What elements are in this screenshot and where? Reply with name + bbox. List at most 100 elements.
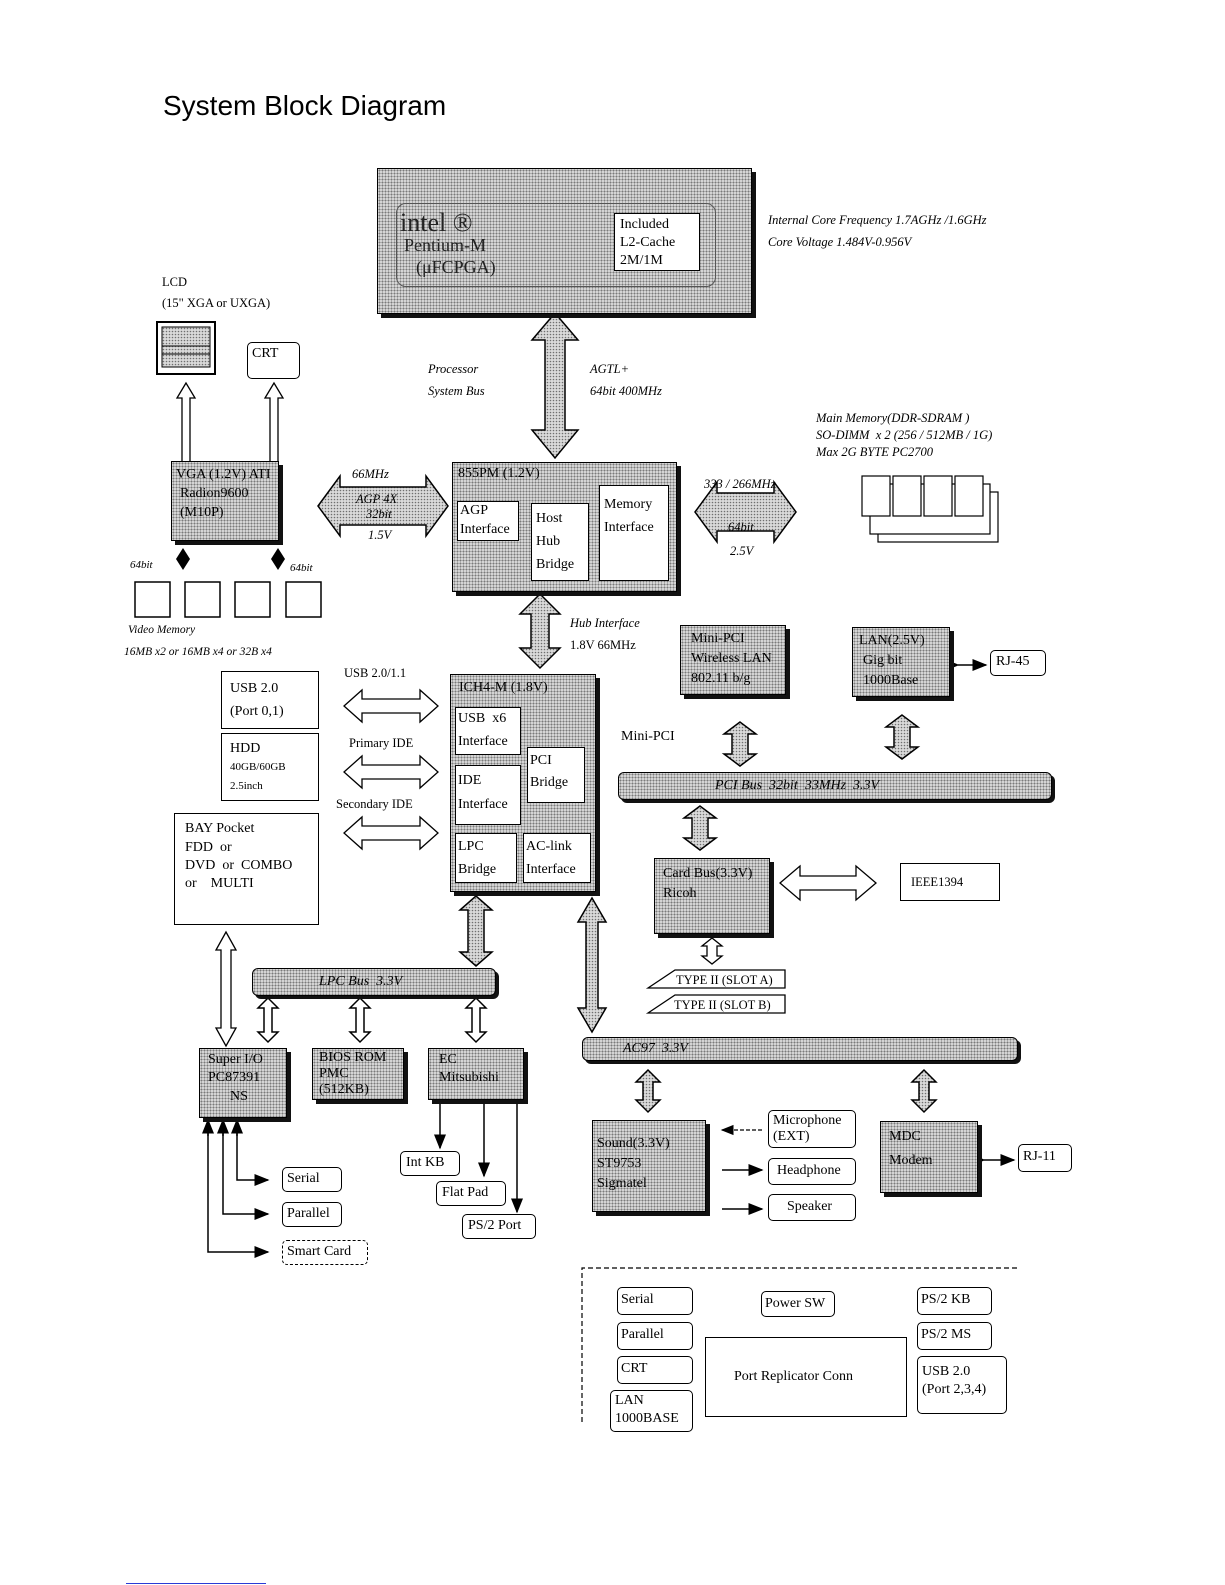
microphone-jack: Microphone (EXT)	[768, 1110, 856, 1148]
cpu-package: (μFCPGA)	[416, 257, 496, 277]
flat-pad: Flat Pad	[436, 1181, 506, 1206]
vram-arrow-left	[176, 548, 190, 570]
lcd-spec: (15" XGA or UXGA)	[162, 296, 271, 310]
cpu-block: intel ® Pentium-M (μFCPGA) Included L2-C…	[377, 168, 752, 314]
intel-logo: intel ®	[400, 208, 473, 237]
primary-ide-arrow	[343, 754, 439, 790]
headphone-jack: Headphone	[768, 1158, 856, 1185]
lpc-bus: LPC Bus 3.3V	[252, 968, 496, 996]
serial-port: Serial	[282, 1167, 342, 1192]
ps2-port: PS/2 Port	[462, 1214, 536, 1239]
lan-chip: LAN(2.5V) Gig bit 1000Base	[852, 627, 950, 697]
vram-width-left: 64bit	[130, 559, 153, 571]
memory-bus-arrow	[694, 479, 797, 545]
host-hub-bridge-block: Host Hub Bridge	[531, 503, 589, 581]
main-memory-max: Max 2G BYTE PC2700	[816, 445, 934, 459]
lpc-superio-arrow	[256, 996, 280, 1044]
slot-a-label: TYPE II (SLOT A)	[676, 973, 773, 987]
main-memory-config: SO-DIMM x 2 (256 / 512MB / 1G)	[816, 428, 993, 442]
hub-interface-arrow	[518, 592, 562, 670]
ec-chip: EC Mitsubishi	[428, 1048, 524, 1100]
primary-ide-label: Primary IDE	[349, 736, 414, 750]
rj11-port: RJ-11	[1018, 1144, 1072, 1172]
port-replicator-connector: Port Replicator Conn	[705, 1337, 907, 1417]
cpu-model: Pentium-M	[404, 235, 487, 255]
slot-b-label: TYPE II (SLOT B)	[674, 998, 771, 1012]
cardbus-arrow	[681, 805, 719, 851]
slot-a-shape	[645, 969, 786, 989]
pci-bridge-block: PCI Bridge	[527, 747, 585, 803]
cardbus-controller: Card Bus(3.3V) Ricoh	[654, 858, 770, 934]
cpu-frequency-note: Internal Core Frequency 1.7AGHz /1.6GHz	[768, 213, 987, 227]
crt-box: CRT	[247, 342, 300, 379]
pci-bus: PCI Bus 32bit 33MHz 3.3V	[618, 772, 1052, 800]
speaker: Speaker	[768, 1194, 856, 1221]
ac97-sound-arrow	[634, 1068, 662, 1114]
ac-link-interface-block: AC-link Interface	[523, 833, 591, 883]
replicator-lan: LAN 1000BASE	[610, 1390, 693, 1432]
sodimm-icon	[861, 475, 999, 543]
rj45-port: RJ-45	[990, 650, 1046, 676]
usb-interface-block: USB x6 Interface	[455, 707, 521, 755]
bay-pocket-box: BAY Pocket FDD or DVD or COMBO or MULTI	[174, 813, 319, 925]
replicator-power-switch: Power SW	[761, 1291, 835, 1317]
ieee1394-box: IEEE1394	[900, 863, 1000, 901]
lan-arrow	[883, 714, 921, 760]
video-memory-label: Video Memory	[128, 624, 196, 636]
lpc-bridge-block: LPC Bridge	[455, 833, 517, 883]
mini-pci-wireless-lan: Mini-PCI Wireless LAN 802.11 b/g	[680, 625, 786, 695]
lcd-arrow	[175, 381, 197, 463]
vram-arrow-right	[271, 548, 285, 570]
agp-frequency: 66MHz	[352, 467, 389, 481]
memory-bus-width: 64bit	[728, 520, 754, 534]
cpu-voltage-note: Core Voltage 1.484V-0.956V	[768, 235, 912, 249]
crt-arrow	[263, 381, 285, 463]
l2-cache-box: Included L2-Cache 2M/1M	[614, 213, 700, 271]
memory-bus-freq: 333 / 266MHz	[704, 477, 776, 491]
slot-b-shape	[645, 994, 786, 1014]
fsb-arrow	[530, 311, 580, 460]
main-memory-title: Main Memory(DDR-SDRAM )	[816, 411, 970, 425]
smart-card-port: Smart Card	[282, 1240, 368, 1265]
ide-interface-block: IDE Interface	[455, 765, 521, 825]
bay-superio-arrow	[214, 930, 238, 1048]
usb-link-label: USB 2.0/1.1	[344, 666, 407, 680]
fsb-spec: AGTL+	[590, 362, 630, 376]
page-underline	[126, 1583, 266, 1584]
mdc-modem: MDC Modem	[880, 1121, 978, 1193]
fsb-label: Processor	[428, 362, 479, 376]
hub-interface-spec: 1.8V 66MHz	[570, 638, 636, 652]
ich-ac97-arrow	[576, 896, 608, 1034]
usb-link-arrow	[343, 688, 439, 724]
internal-keyboard: Int KB	[400, 1151, 460, 1176]
lcd-label: LCD	[162, 275, 187, 289]
memory-interface-block: Memory Interface	[599, 485, 669, 581]
agp-bus-arrow	[317, 473, 449, 539]
vga-chip: VGA (1.2V) ATI Radion9600 (M10P)	[171, 461, 279, 541]
ich-lpc-arrow	[458, 895, 494, 967]
minipci-arrow	[721, 721, 759, 767]
super-io-chip: Super I/O PC87391 NS	[199, 1048, 287, 1118]
replicator-parallel: Parallel	[617, 1322, 693, 1350]
secondary-ide-label: Secondary IDE	[336, 797, 413, 811]
fsb-spec-2: 64bit 400MHz	[590, 384, 662, 398]
replicator-crt: CRT	[617, 1356, 693, 1384]
fsb-label-2: System Bus	[428, 384, 485, 398]
lpc-ec-arrow	[464, 996, 488, 1044]
parallel-port: Parallel	[282, 1202, 342, 1227]
memory-bus-voltage: 2.5V	[730, 544, 754, 558]
ac97-mdc-arrow	[910, 1068, 938, 1114]
agp-width: 32bit	[366, 507, 392, 521]
ieee1394-arrow	[778, 864, 878, 902]
replicator-ps2-mouse: PS/2 MS	[917, 1322, 992, 1350]
replicator-ps2-keyboard: PS/2 KB	[917, 1287, 992, 1315]
mch-855pm: 855PM (1.2V) AGP Interface Host Hub Brid…	[452, 462, 677, 592]
agp-mode: AGP 4X	[356, 492, 398, 506]
lpc-bios-arrow	[348, 996, 372, 1044]
ac97-bus: AC97 3.3V	[582, 1037, 1018, 1061]
sound-codec: Sound(3.3V) ST9753 Sigmatel	[592, 1120, 706, 1212]
hub-interface-label: Hub Interface	[570, 616, 640, 630]
secondary-ide-arrow	[343, 815, 439, 851]
replicator-serial: Serial	[617, 1287, 693, 1315]
